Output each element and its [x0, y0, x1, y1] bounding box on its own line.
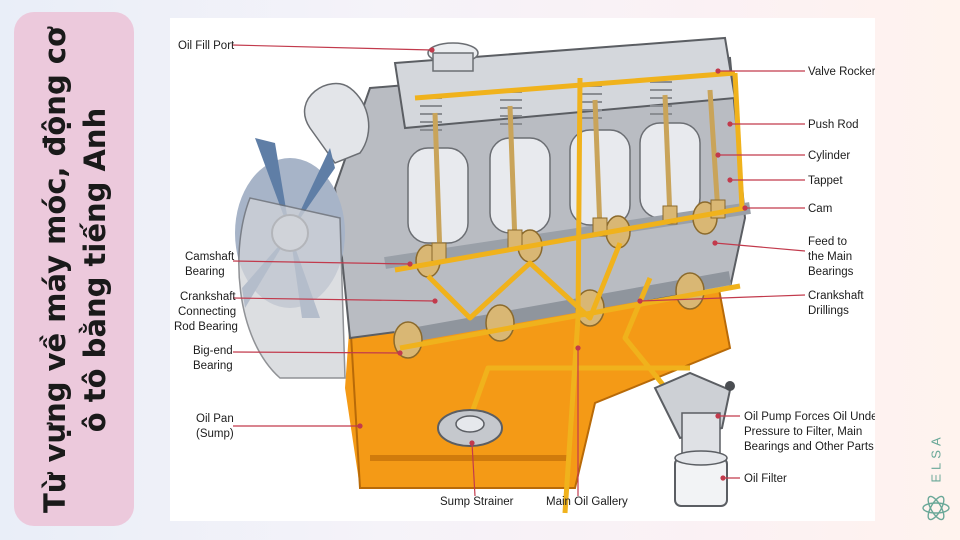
- label-push-rod: Push Rod: [808, 119, 859, 131]
- label-main-oil-gallery: Main Oil Gallery: [546, 496, 628, 508]
- label-cylinder: Cylinder: [808, 150, 850, 162]
- label-feed-main-bearings: Feed to the Main Bearings: [808, 236, 855, 278]
- label-oil-pan: Oil Pan (Sump): [196, 413, 237, 440]
- label-valve-rocker: Valve Rocker: [808, 66, 875, 78]
- label-big-end-bearing: Big-end Bearing: [193, 345, 236, 372]
- engine-diagram: Oil Fill Port Valve Rocker Push Rod Cyli…: [170, 18, 875, 521]
- oil-pump-shape: [653, 371, 732, 469]
- label-crankshaft-connecting-rod-bearing: Crankshaft Connecting Rod Bearing: [174, 291, 239, 333]
- title-panel: [14, 12, 134, 526]
- label-oil-filter: Oil Filter: [744, 473, 787, 485]
- oil-filter-shape: [674, 450, 728, 507]
- leader-lines: [231, 44, 806, 497]
- label-oil-pump: Oil Pump Forces Oil Under Pressure to Fi…: [744, 411, 875, 453]
- page-title: Từ vựng về máy móc, động cơ ô tô bằng ti…: [38, 27, 112, 513]
- label-sump-strainer: Sump Strainer: [440, 496, 514, 508]
- label-tappet: Tappet: [808, 175, 843, 187]
- brand-name: ELSA: [928, 433, 944, 483]
- label-crankshaft-drillings: Crankshaft Drillings: [808, 290, 867, 317]
- crankshaft: [393, 271, 732, 345]
- elsa-logo-icon: [922, 495, 950, 521]
- label-camshaft-bearing: Camshaft Bearing: [185, 251, 237, 278]
- label-oil-fill-port: Oil Fill Port: [178, 40, 235, 52]
- engine-illustration: Oil Fill Port Valve Rocker Push Rod Cyli…: [174, 36, 875, 514]
- push-rods: [432, 89, 721, 257]
- oil-passages: [394, 70, 746, 514]
- label-cam: Cam: [808, 203, 832, 215]
